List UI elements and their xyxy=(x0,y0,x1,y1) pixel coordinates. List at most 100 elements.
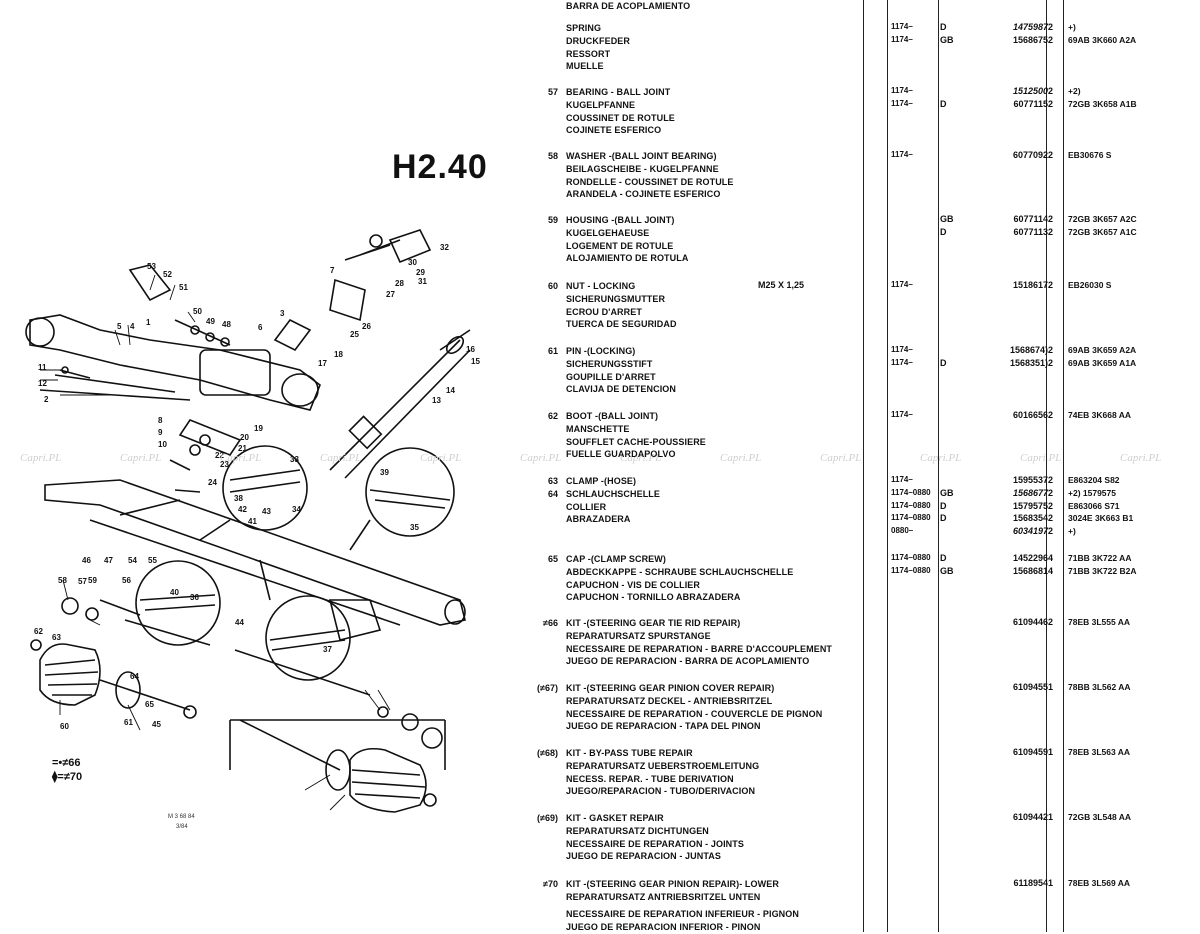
callout-54: 54 xyxy=(128,556,137,565)
callout-25: 25 xyxy=(350,330,359,339)
ref-number: 58 xyxy=(547,151,558,161)
quantity: 1 xyxy=(1048,682,1054,692)
part-number: 6109455 xyxy=(1012,682,1048,692)
ref-number: (≠68) xyxy=(537,748,558,758)
callout-24: 24 xyxy=(208,478,217,487)
legend-line-1: =•≠66 xyxy=(52,757,81,769)
date-range: 1174– xyxy=(891,98,913,108)
legend-line-2: ⧫=≠70 xyxy=(52,771,83,783)
callout-63: 63 xyxy=(52,633,61,642)
callout-47: 47 xyxy=(104,556,113,565)
callout-29: 29 xyxy=(416,268,425,277)
ref-number: 65 xyxy=(547,554,558,564)
description-line: RONDELLE - COUSSINET DE ROTULE xyxy=(566,176,734,187)
engineering-number: +2) xyxy=(1068,86,1081,96)
engineering-number: 78EB 3L569 AA xyxy=(1068,878,1131,888)
description-line: MANSCHETTE xyxy=(566,423,630,434)
part-number: 6077115 xyxy=(1013,98,1048,109)
description-line: KUGELGEHAEUSE xyxy=(566,227,650,238)
quantity: 4 xyxy=(1048,565,1054,576)
callout-8: 8 xyxy=(158,416,163,425)
description-line: KIT - GASKET REPAIR xyxy=(566,813,664,823)
quantity: 2 xyxy=(1048,214,1054,224)
callout-9: 9 xyxy=(158,428,163,437)
watermark: Capri.PL xyxy=(220,452,262,464)
description-line: KIT - BY-PASS TUBE REPAIR xyxy=(566,748,693,758)
engineering-number: 72GB 3L548 AA xyxy=(1068,812,1131,822)
country-code: D xyxy=(940,357,947,368)
callout-30: 30 xyxy=(408,258,417,267)
watermark: Capri.PL xyxy=(1120,452,1162,464)
upper-rack-assembly xyxy=(25,229,471,493)
callout-61: 61 xyxy=(124,718,133,727)
watermark: Capri.PL xyxy=(720,452,762,464)
column-divider xyxy=(887,0,888,932)
column-divider xyxy=(1063,0,1064,932)
callout-5: 5 xyxy=(117,322,122,331)
part-number: 6109446 xyxy=(1012,617,1048,627)
leader-lines xyxy=(40,274,391,811)
callout-19: 19 xyxy=(254,424,263,433)
callout-31: 31 xyxy=(418,277,427,286)
part-number: 1595537 xyxy=(1012,475,1048,485)
part-number: 1568354 xyxy=(1012,513,1048,524)
callout-53: 53 xyxy=(147,262,156,271)
date-range: 1174– xyxy=(891,345,913,354)
date-range: 1174– xyxy=(891,410,913,419)
description-line: TUERCA DE SEGURIDAD xyxy=(566,319,677,330)
callout-21: 21 xyxy=(238,444,247,453)
description-line: SCHLAUCHSCHELLE xyxy=(566,488,661,499)
description-line: JUEGO DE REPARACION - JUNTAS xyxy=(566,851,721,862)
watermark: Capri.PL xyxy=(620,452,662,464)
callout-17: 17 xyxy=(318,359,327,368)
right-boot-assembly xyxy=(229,706,446,813)
description-line: WASHER -(BALL JOINT BEARING) xyxy=(566,151,717,161)
date-range: 1174– xyxy=(891,22,913,31)
description-line: REPARATURSATZ UEBERSTROEMLEITUNG xyxy=(566,760,760,771)
callout-48: 48 xyxy=(222,320,231,329)
column-divider xyxy=(863,0,864,932)
column-divider xyxy=(1046,0,1047,932)
description-line: SICHERUNGSSTIFT xyxy=(566,358,653,369)
description-line: GOUPILLE D'ARRET xyxy=(566,371,656,382)
part-number: 1475987 xyxy=(1012,22,1048,32)
description-line: NECESSAIRE DE REPARATION INFERIEUR - PIG… xyxy=(566,909,799,919)
quantity: 2 xyxy=(1048,500,1054,511)
engineering-number: 74EB 3K668 AA xyxy=(1068,410,1131,420)
country-code: D xyxy=(940,98,947,109)
part-number: 1568681 xyxy=(1012,565,1048,576)
date-range: 1174– xyxy=(891,357,913,367)
country-code: D xyxy=(940,513,947,524)
description-line: REPARATURSATZ DECKEL - ANTRIEBSRITZEL xyxy=(566,695,773,706)
callout-27: 27 xyxy=(386,290,395,299)
part-number: 1452296 xyxy=(1012,553,1048,563)
country-code: GB xyxy=(940,34,954,45)
country-code: D xyxy=(940,553,947,563)
engineering-number: 78EB 3L555 AA xyxy=(1068,617,1131,627)
description-line: DRUCKFEDER xyxy=(566,35,630,46)
description-line: COLLIER xyxy=(566,501,607,512)
callout-45: 45 xyxy=(152,720,161,729)
callout-64: 64 xyxy=(130,672,139,681)
callout-13: 13 xyxy=(432,396,441,405)
part-number: 1568674) xyxy=(1009,345,1048,355)
